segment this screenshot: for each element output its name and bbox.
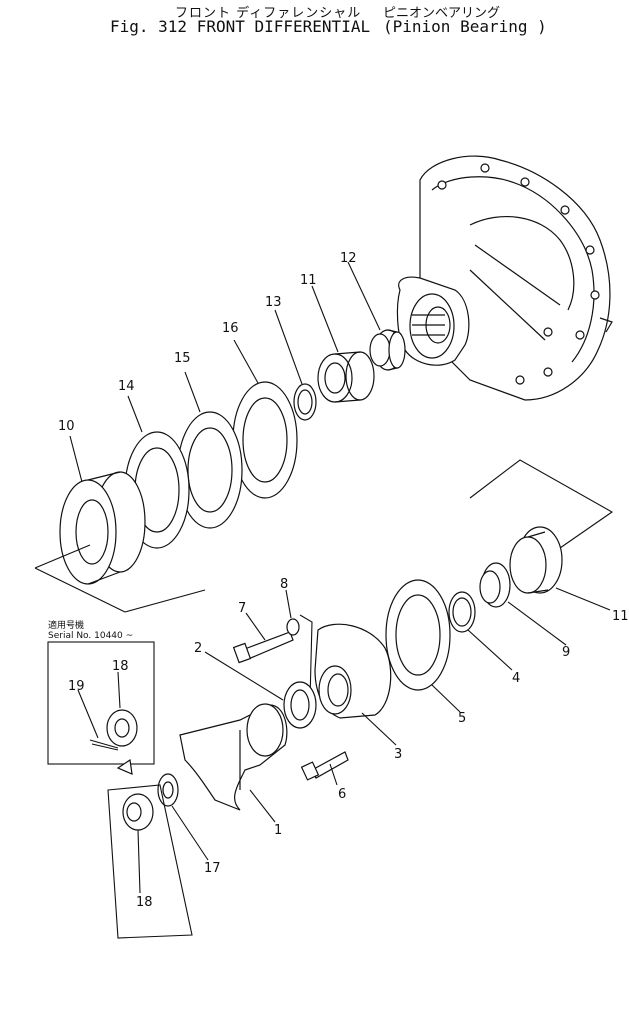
callout-16: 16 [222, 321, 239, 336]
part-10-bearing-cage [59, 471, 146, 585]
part-5-gasket [385, 579, 451, 691]
part-18-nut [122, 793, 154, 831]
part-16-shim-plate [232, 381, 298, 499]
reference-bracket-right [469, 459, 614, 549]
part-8-washer [286, 618, 300, 636]
part-1-companion-flange-yoke [179, 703, 288, 811]
differential-housing [396, 155, 613, 401]
callout-9: 9 [562, 645, 570, 660]
callout-7: 7 [238, 601, 246, 616]
part-18-nut-variant [106, 709, 138, 747]
part-15-shim-plate [177, 411, 243, 529]
part-7-bolt [232, 631, 294, 664]
callout-15: 15 [174, 351, 191, 366]
reference-line-part-3 [299, 614, 313, 701]
reference-bracket-left [34, 544, 206, 613]
nut-detail-frame [107, 784, 193, 939]
part-2-oil-seal [283, 681, 317, 729]
callout-11-upper: 11 [300, 273, 317, 288]
part-6-bolt [300, 751, 349, 781]
serial-box-serial-text: Serial No. 10440 ~ [48, 631, 133, 641]
callout-6: 6 [338, 787, 346, 802]
leader-lines [69, 261, 611, 894]
title-japanese-sub: ピニオンベアリング [383, 6, 501, 21]
title-english-main: Fig. 312 FRONT DIFFERENTIAL [110, 17, 371, 36]
callout-18-lower: 18 [136, 895, 153, 910]
callout-4: 4 [512, 671, 520, 686]
part-3-oil-seal-retainer [314, 623, 392, 719]
part-19-cotter-pin [89, 739, 119, 751]
title-japanese-main: フロント ディファレンシャル [175, 6, 362, 21]
serial-variant-box [47, 641, 155, 765]
part-9-bearing-cone [479, 562, 511, 608]
serial-box-japanese-label: 適用号機 [48, 619, 84, 631]
part-4-spacer [448, 591, 476, 633]
callout-13: 13 [265, 295, 282, 310]
part-11-bearing-cup-upper [317, 351, 375, 403]
arrow-icon [116, 758, 133, 775]
callout-5: 5 [458, 711, 466, 726]
callout-2: 2 [194, 641, 202, 656]
callout-1: 1 [274, 823, 282, 838]
callout-10: 10 [58, 419, 75, 434]
part-13-ring [293, 383, 317, 421]
callout-12: 12 [340, 251, 357, 266]
title-english-sub: (Pinion Bearing ) [383, 17, 547, 36]
callout-14: 14 [118, 379, 135, 394]
callout-18-upper: 18 [112, 659, 129, 674]
callout-3: 3 [394, 747, 402, 762]
callout-8: 8 [280, 577, 288, 592]
part-11-bearing-cup-lower [509, 526, 563, 594]
callout-17: 17 [204, 861, 221, 876]
callout-11-lower: 11 [612, 609, 629, 624]
part-12-bearing-cone [369, 329, 406, 371]
callout-19: 19 [68, 679, 85, 694]
